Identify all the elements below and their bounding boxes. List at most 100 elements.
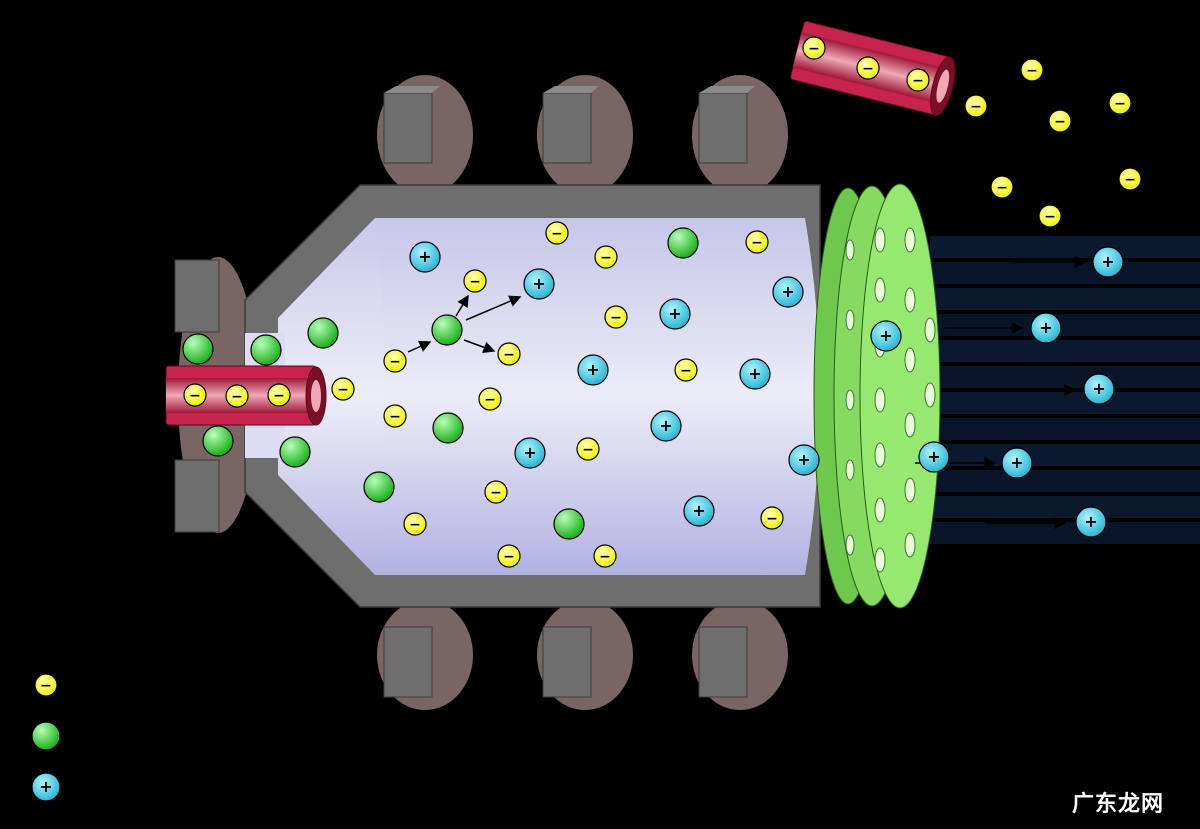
svg-text:−: − <box>389 409 401 425</box>
electron: − <box>463 269 487 293</box>
svg-text:+: + <box>748 364 761 383</box>
svg-text:−: − <box>970 99 982 115</box>
electron: − <box>267 383 291 407</box>
ion: + <box>523 268 555 300</box>
neutral-atom <box>279 436 311 468</box>
neutral-atom <box>363 471 395 503</box>
electron: − <box>760 506 784 530</box>
svg-text:−: − <box>389 354 401 370</box>
svg-text:−: − <box>1044 209 1056 225</box>
svg-text:+: + <box>668 304 681 323</box>
electron: − <box>964 94 988 118</box>
svg-text:−: − <box>862 61 874 77</box>
electron: − <box>856 56 880 80</box>
svg-text:−: − <box>273 388 285 404</box>
neutral-atom <box>182 333 214 365</box>
neutral-atom <box>202 425 234 457</box>
svg-text:−: − <box>503 347 515 363</box>
svg-text:−: − <box>1114 96 1126 112</box>
ion: + <box>659 298 691 330</box>
ion: + <box>870 320 902 352</box>
svg-text:+: + <box>927 447 940 466</box>
svg-text:−: − <box>231 389 243 405</box>
ion: + <box>772 276 804 308</box>
electron: − <box>478 387 502 411</box>
svg-text:−: − <box>1026 63 1038 79</box>
svg-text:−: − <box>337 382 349 398</box>
ion: + <box>739 358 771 390</box>
ion: + <box>1092 246 1124 278</box>
electron: − <box>497 342 521 366</box>
neutral-atom <box>431 314 463 346</box>
electron: − <box>545 221 569 245</box>
svg-text:+: + <box>797 450 810 469</box>
svg-text:−: − <box>189 388 201 404</box>
ion: + <box>1083 373 1115 405</box>
watermark-text: 广东龙网 <box>1071 792 1164 817</box>
electron: − <box>1108 91 1132 115</box>
electron: − <box>1048 109 1072 133</box>
electron: − <box>906 68 930 92</box>
magnet-rings-bottom <box>377 600 788 710</box>
svg-text:+: + <box>1010 453 1023 472</box>
ion: + <box>1075 506 1107 538</box>
legend-neutral-icon <box>31 721 61 751</box>
svg-text:+: + <box>781 282 794 301</box>
svg-text:+: + <box>879 326 892 345</box>
svg-text:+: + <box>692 501 705 520</box>
electron: − <box>674 358 698 382</box>
svg-text:−: − <box>582 442 594 458</box>
neutral-atom <box>667 227 699 259</box>
ion-trajectory-arrows <box>915 256 1087 529</box>
electron: − <box>594 245 618 269</box>
electron: − <box>225 384 249 408</box>
electron: − <box>1118 167 1142 191</box>
electron: − <box>331 377 355 401</box>
electron: − <box>403 512 427 536</box>
svg-text:−: − <box>484 392 496 408</box>
electron: − <box>1038 204 1062 228</box>
svg-text:−: − <box>996 180 1008 196</box>
electron: − <box>576 437 600 461</box>
ion: + <box>650 410 682 442</box>
electron: − <box>593 544 617 568</box>
svg-text:−: − <box>610 310 622 326</box>
electron: − <box>383 404 407 428</box>
svg-text:+: + <box>523 443 536 462</box>
svg-text:+: + <box>39 777 52 796</box>
svg-text:−: − <box>1124 172 1136 188</box>
electron: − <box>802 36 826 60</box>
svg-text:−: − <box>409 517 421 533</box>
legend-ion-icon: + <box>31 772 61 802</box>
svg-text:−: − <box>912 73 924 89</box>
ion: + <box>514 437 546 469</box>
svg-text:+: + <box>418 247 431 266</box>
svg-text:−: − <box>1054 114 1066 130</box>
svg-text:+: + <box>1101 252 1114 271</box>
ion: + <box>409 241 441 273</box>
ion: + <box>683 495 715 527</box>
svg-text:−: − <box>551 226 563 242</box>
electron: − <box>183 383 207 407</box>
svg-text:+: + <box>1039 318 1052 337</box>
electron: − <box>745 230 769 254</box>
svg-text:−: − <box>751 235 763 251</box>
svg-text:−: − <box>808 41 820 57</box>
magnet-rings-top <box>377 75 788 195</box>
electron: − <box>383 349 407 373</box>
neutral-atom <box>432 412 464 444</box>
svg-text:−: − <box>599 549 611 565</box>
svg-text:+: + <box>532 274 545 293</box>
legend-electron-icon: − <box>34 673 58 697</box>
electron: − <box>990 175 1014 199</box>
neutral-atom <box>553 508 585 540</box>
svg-text:−: − <box>490 485 502 501</box>
svg-text:−: − <box>680 363 692 379</box>
ion: + <box>788 444 820 476</box>
ionization-arrows <box>407 294 522 354</box>
svg-text:+: + <box>586 360 599 379</box>
neutral-atom <box>307 317 339 349</box>
legend: −+ <box>31 673 61 802</box>
